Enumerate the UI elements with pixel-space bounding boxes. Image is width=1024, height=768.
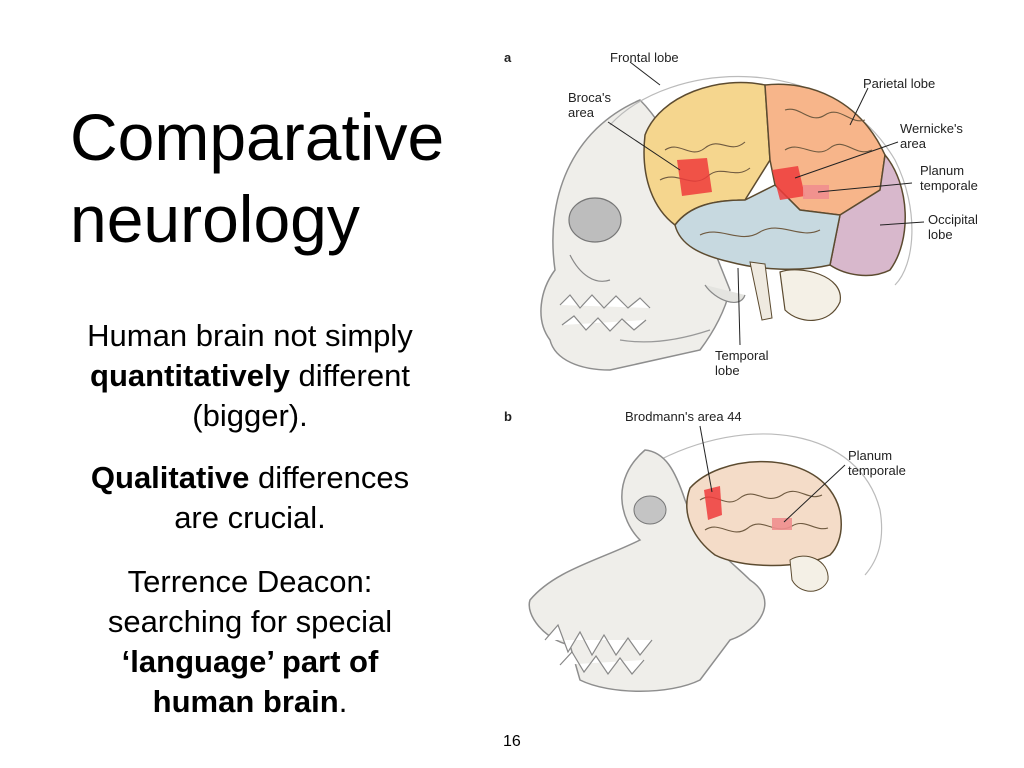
label-parietal-lobe: Parietal lobe [863,76,935,91]
label-ape-planum-line2: temporale [848,463,906,478]
label-brocas-area-line2: area [568,105,595,120]
ape-planum-temporale-area [772,518,792,530]
paragraph-quantitative: Human brain not simply quantitatively di… [60,316,440,436]
panel-a-letter: a [504,50,512,65]
label-wernickes-area-line1: Wernicke's [900,121,963,136]
brocas-area [677,158,712,196]
label-frontal-lobe: Frontal lobe [610,50,679,65]
label-temporal-line2: lobe [715,363,740,378]
paragraph-deacon: Terrence Deacon: searching for special ‘… [60,562,440,722]
panel-b-ape: b Brodmann's area 44 Planum temporale [504,409,906,692]
ape-skull [528,449,766,692]
temporal-lobe [674,184,841,270]
label-occipital-line2: lobe [928,227,953,242]
label-brodmanns-area: Brodmann's area 44 [625,409,742,424]
para2-rest: differences [249,460,410,495]
para1-line1: Human brain not simply [87,318,413,353]
para3-line1: Terrence Deacon: [127,564,373,599]
panel-b-letter: b [504,409,512,424]
label-occipital-line1: Occipital [928,212,978,227]
para1-rest: different [289,358,410,393]
para1-bold: quantitatively [90,358,290,393]
para3-tail: . [338,684,348,719]
para3-bold1: ‘language’ part of [121,644,379,679]
planum-temporale-area [803,185,829,199]
slide-title: Comparative neurology [70,100,445,256]
label-wernickes-area-line2: area [900,136,927,151]
label-planum-line1: Planum [920,163,964,178]
cerebellum [779,269,841,322]
para2-line2: are crucial. [174,500,326,535]
slide-number: 16 [503,733,521,750]
label-brocas-area-line1: Broca's [568,90,611,105]
wernickes-area [772,166,805,200]
paragraph-qualitative: Qualitative differences are crucial. [60,458,440,538]
brodmanns-area-44 [704,486,722,520]
label-temporal-line1: Temporal [715,348,769,363]
brain-comparison-figure: a [504,50,978,692]
label-ape-planum-line1: Planum [848,448,892,463]
label-planum-line2: temporale [920,178,978,193]
para3-bold2: human brain [152,684,339,719]
para2-bold: Qualitative [90,460,250,495]
para1-line3: (bigger). [192,398,308,433]
ape-brain [686,460,842,567]
para3-line2: searching for special [107,604,393,639]
panel-a-human: a [504,50,978,378]
